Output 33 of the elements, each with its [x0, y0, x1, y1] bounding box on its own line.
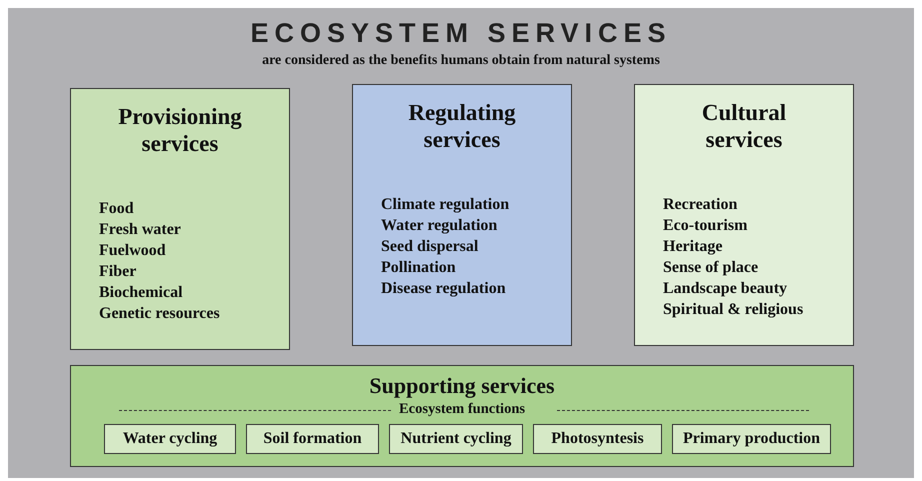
service-box: [634, 84, 854, 346]
function-box: Water cycling: [104, 424, 236, 454]
list-item: Water regulation: [381, 216, 498, 236]
list-item: Disease regulation: [381, 279, 506, 299]
list-item: Climate regulation: [381, 195, 510, 215]
function-box: Soil formation: [246, 424, 379, 454]
list-item: Recreation: [663, 195, 738, 215]
list-item: Fuelwood: [99, 241, 166, 261]
service-box: [70, 88, 290, 350]
list-item: Food: [99, 199, 134, 219]
list-item: Eco-tourism: [663, 216, 748, 236]
box-heading: Supporting services: [368, 372, 556, 399]
list-item: Sense of place: [663, 258, 758, 278]
title: ECOSYSTEM SERVICES: [249, 18, 673, 49]
list-item: Heritage: [663, 237, 723, 257]
list-item: Spiritual & religious: [663, 300, 804, 320]
list-item: Seed dispersal: [381, 237, 478, 257]
function-box: Nutrient cycling: [389, 424, 523, 454]
subtitle: are considered as the benefits humans obtain from natural systems: [261, 53, 661, 69]
list-item: Pollination: [381, 258, 456, 278]
box-heading: Regulating services: [407, 99, 517, 153]
supporting-panel: [70, 365, 854, 467]
list-item: Landscape beauty: [663, 279, 788, 299]
list-item: Biochemical: [99, 283, 183, 303]
box-heading: Cultural services: [700, 99, 788, 153]
section-label: Ecosystem functions: [398, 401, 526, 418]
service-box: [352, 84, 572, 346]
function-box: Primary production: [672, 424, 831, 454]
list-item: Genetic resources: [99, 304, 220, 324]
function-box: Photosyntesis: [533, 424, 662, 454]
list-item: Fresh water: [99, 220, 181, 240]
box-heading: Provisioning services: [117, 103, 243, 157]
list-item: Fiber: [99, 262, 136, 282]
